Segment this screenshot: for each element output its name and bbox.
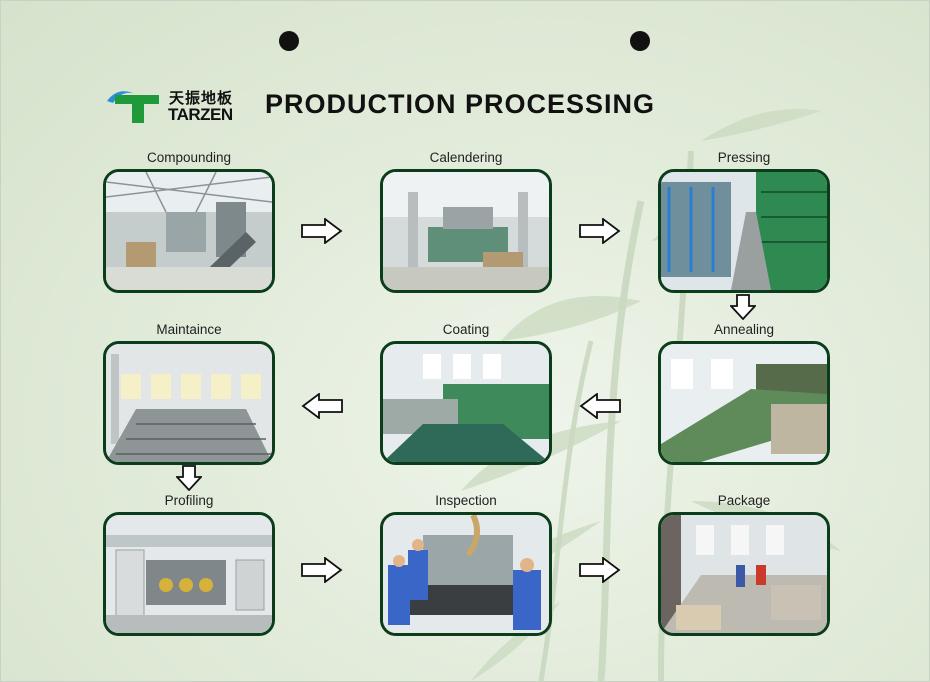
page-title: PRODUCTION PROCESSING (265, 89, 656, 119)
left-arrow-icon (579, 393, 621, 419)
right-arrow-icon (301, 218, 343, 244)
step-label-maintaince: Maintaince (156, 322, 222, 337)
down-arrow-icon (730, 294, 756, 320)
hanging-hole-icon (630, 31, 650, 51)
step-label-inspection: Inspection (435, 493, 497, 508)
down-arrow-icon (176, 465, 202, 491)
factory-pressing-photo (658, 169, 830, 293)
brand-english-name: TARZEN (168, 105, 233, 124)
step-label-coating: Coating (442, 322, 490, 337)
step-label-package: Package (717, 493, 771, 508)
factory-calendering-photo (380, 169, 552, 293)
step-label-compounding: Compounding (146, 150, 232, 165)
step-label-pressing: Pressing (717, 150, 771, 165)
step-label-annealing: Annealing (713, 322, 775, 337)
factory-annealing-photo (658, 341, 830, 465)
step-label-profiling: Profiling (164, 493, 214, 508)
step-label-calendering: Calendering (429, 150, 503, 165)
right-arrow-icon (579, 218, 621, 244)
brand-chinese-name: 天振地板 (169, 89, 234, 107)
tarzen-logo-icon (107, 91, 159, 123)
factory-inspection-photo (380, 512, 552, 636)
left-arrow-icon (301, 393, 343, 419)
factory-package-photo (658, 512, 830, 636)
factory-maintenance-photo (103, 341, 275, 465)
right-arrow-icon (301, 557, 343, 583)
right-arrow-icon (579, 557, 621, 583)
hanging-hole-icon (279, 31, 299, 51)
factory-compounding-photo (103, 169, 275, 293)
factory-profiling-photo (103, 512, 275, 636)
factory-coating-photo (380, 341, 552, 465)
